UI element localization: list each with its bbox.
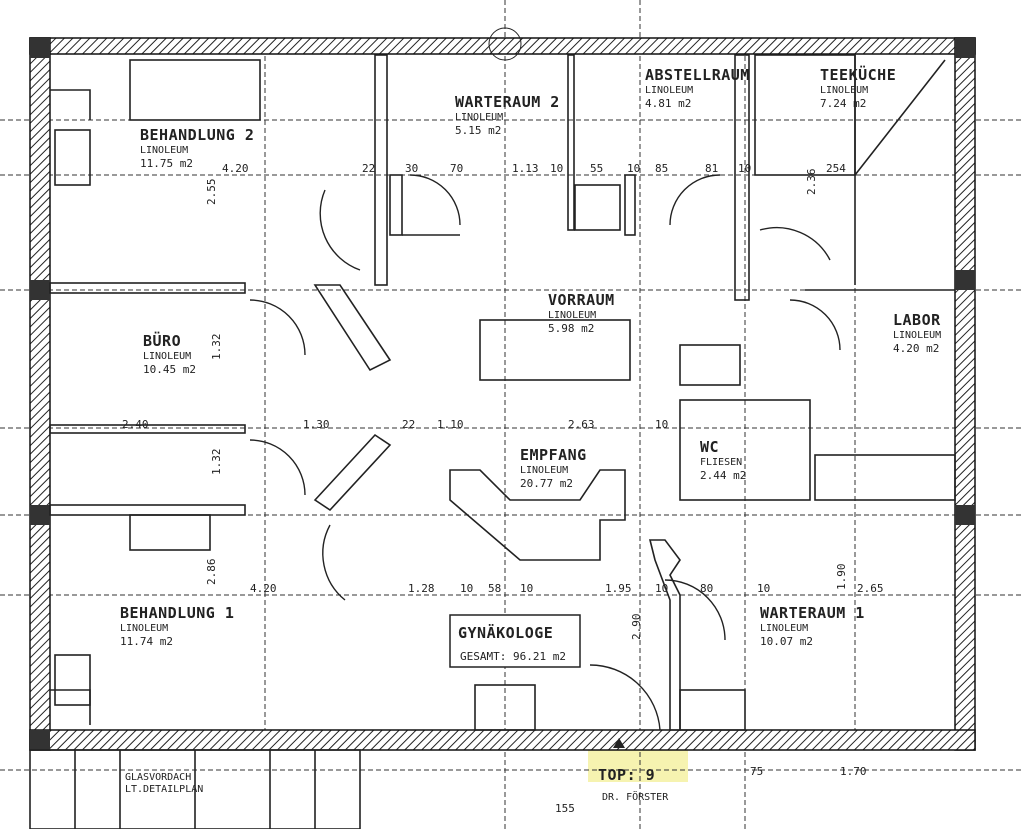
dimension-label: 10 xyxy=(655,582,668,595)
dimension-label: 155 xyxy=(555,802,575,815)
dimension-label: 10 xyxy=(627,162,640,175)
room-floor: LINOLEUM xyxy=(520,465,568,476)
dimension-label: 22 xyxy=(362,162,375,175)
room-area: 4.81 m2 xyxy=(645,97,691,110)
dimension-label: 70 xyxy=(450,162,463,175)
dimension-label: 1.10 xyxy=(437,418,464,431)
dimension-label: 1.70 xyxy=(840,765,867,778)
dimension-label: 10 xyxy=(655,418,668,431)
dimension-label: 4.20 xyxy=(250,582,277,595)
dimension-label: 1.32 xyxy=(210,334,223,361)
dimension-label: 10 xyxy=(757,582,770,595)
dimension-label: 4.20 xyxy=(222,162,249,175)
room-name: WC xyxy=(700,438,719,456)
unit-marker-icon xyxy=(613,738,625,748)
dimension-label: 55 xyxy=(590,162,603,175)
room-area: 11.74 m2 xyxy=(120,635,173,648)
dimension-label: 2.90 xyxy=(630,614,643,641)
room-area: 11.75 m2 xyxy=(140,157,193,170)
room-floor: LINOLEUM xyxy=(140,145,188,156)
summary-title: GYNÄKOLOGE xyxy=(458,623,553,642)
summary-box xyxy=(449,614,581,668)
exterior-walls xyxy=(29,27,976,751)
room-floor: LINOLEUM xyxy=(143,351,191,362)
dimension-label: 2.40 xyxy=(122,418,149,431)
dimension-label: 10 xyxy=(520,582,533,595)
dimension-label: 1.32 xyxy=(210,449,223,476)
room-name: WARTERAUM 1 xyxy=(760,604,865,622)
room-name: LABOR xyxy=(893,311,941,329)
room-area: 20.77 m2 xyxy=(520,477,573,490)
dimension-label: 10 xyxy=(460,582,473,595)
dimension-label: 2.55 xyxy=(205,179,218,206)
room-floor: LINOLEUM xyxy=(893,330,941,341)
dimension-label: 2.63 xyxy=(568,418,595,431)
dimension-label: 10 xyxy=(550,162,563,175)
dimension-label: 80 xyxy=(700,582,713,595)
unit-number: TOP: 9 xyxy=(598,766,655,784)
dimension-label: 1.28 xyxy=(408,582,435,595)
interior-walls xyxy=(49,54,956,731)
room-name: VORRAUM xyxy=(548,291,615,309)
room-name: BÜRO xyxy=(143,331,181,350)
dimension-label: 81 xyxy=(705,162,718,175)
room-area: 4.20 m2 xyxy=(893,342,939,355)
dimension-label: 30 xyxy=(405,162,418,175)
room-area: 5.15 m2 xyxy=(455,124,501,137)
room-area: 10.07 m2 xyxy=(760,635,813,648)
dimension-label: 75 xyxy=(750,765,763,778)
dimension-label: 2.86 xyxy=(205,559,218,586)
room-name: BEHANDLUNG 1 xyxy=(120,604,234,622)
summary-total: GESAMT: 96.21 m2 xyxy=(460,650,566,663)
dimension-label: 10 xyxy=(738,162,751,175)
room-floor: LINOLEUM xyxy=(645,85,693,96)
room-name: EMPFANG xyxy=(520,446,587,464)
room-floor: LINOLEUM xyxy=(120,623,168,634)
unit-owner: DR. FÖRSTER xyxy=(602,790,669,803)
dimension-label: 2.65 xyxy=(857,582,884,595)
room-area: 7.24 m2 xyxy=(820,97,866,110)
dimension-label: 1.95 xyxy=(605,582,632,595)
door-swings xyxy=(249,174,841,731)
canopy-label: GLASVORDACH xyxy=(125,772,191,783)
room-floor: FLIESEN xyxy=(700,457,742,468)
canopy-note: LT.DETAILPLAN xyxy=(125,784,203,795)
room-floor: LINOLEUM xyxy=(760,623,808,634)
room-name: ABSTELLRAUM xyxy=(645,66,750,84)
room-area: 5.98 m2 xyxy=(548,322,594,335)
room-floor: LINOLEUM xyxy=(820,85,868,96)
room-name: WARTERAUM 2 xyxy=(455,93,560,111)
dimension-label: 1.90 xyxy=(835,564,848,591)
room-area: 10.45 m2 xyxy=(143,363,196,376)
dimension-label: 85 xyxy=(655,162,668,175)
dimension-label: 254 xyxy=(826,162,846,175)
room-name: BEHANDLUNG 2 xyxy=(140,126,254,144)
glass-canopy xyxy=(29,738,625,829)
room-floor: LINOLEUM xyxy=(455,112,503,123)
room-floor: LINOLEUM xyxy=(548,310,596,321)
room-name: TEEKÜCHE xyxy=(820,65,896,84)
dimension-label: 58 xyxy=(488,582,501,595)
dimension-label: 2.36 xyxy=(805,169,818,196)
dimension-label: 22 xyxy=(402,418,415,431)
room-area: 2.44 m2 xyxy=(700,469,746,482)
dimension-label: 1.13 xyxy=(512,162,539,175)
dimension-label: 1.30 xyxy=(303,418,330,431)
